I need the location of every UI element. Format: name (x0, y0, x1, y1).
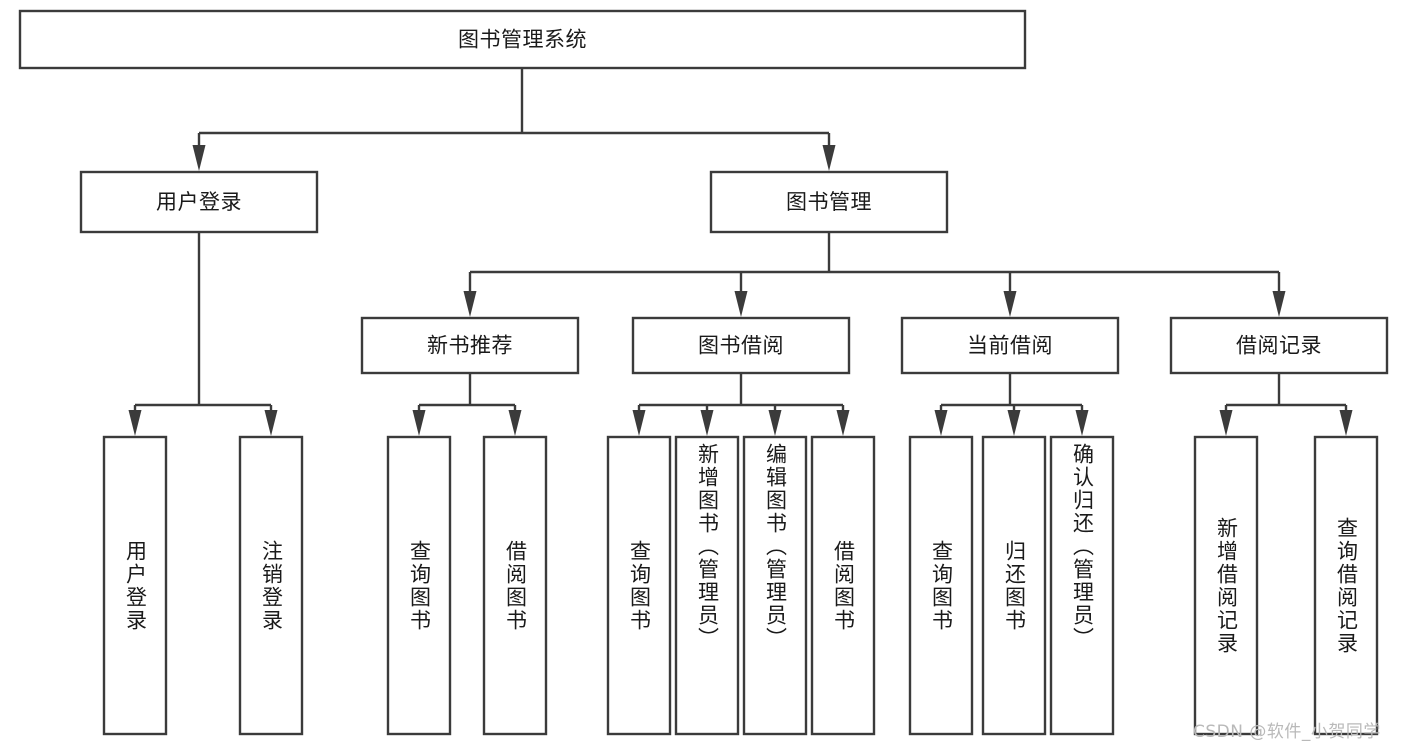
node-box[interactable] (900, 316, 1120, 375)
arrow-head-icon (822, 145, 836, 171)
node-box[interactable] (674, 435, 740, 736)
arrow-head-icon (264, 410, 278, 436)
node-root[interactable]: 图书管理系统 (18, 9, 1027, 70)
arrow-head-icon (1272, 291, 1286, 317)
conn-borrow-to-leaves (632, 373, 850, 436)
node-leaf-confirm-return[interactable] (1049, 435, 1115, 736)
node-box[interactable] (238, 435, 304, 736)
arrow-head-icon (128, 410, 142, 436)
conn-newbook-to-leaves (412, 373, 522, 436)
node-newbook[interactable]: 新书推荐 (360, 316, 580, 375)
arrow-head-icon (1003, 291, 1017, 317)
node-box[interactable] (908, 435, 974, 736)
connector-layer (128, 68, 1353, 436)
arrow-head-icon (1219, 410, 1233, 436)
node-label: 新书推荐 (427, 334, 513, 358)
node-leaf-query-book-3[interactable] (908, 435, 974, 736)
node-leaf-borrow-book-1[interactable] (482, 435, 548, 736)
arrow-head-icon (768, 410, 782, 436)
node-leaf-query-record[interactable] (1313, 435, 1379, 736)
node-box[interactable] (981, 435, 1047, 736)
node-label: 用户登录 (156, 190, 242, 214)
arrow-head-icon (1075, 410, 1089, 436)
node-box[interactable] (606, 435, 672, 736)
node-box[interactable] (1193, 435, 1259, 736)
arrow-head-icon (463, 291, 477, 317)
conn-current-to-leaves (934, 373, 1089, 436)
arrow-head-icon (934, 410, 948, 436)
arrow-head-icon (192, 145, 206, 171)
arrow-head-icon (734, 291, 748, 317)
node-leaf-add-book[interactable] (674, 435, 740, 736)
node-box[interactable] (742, 435, 808, 736)
node-box[interactable] (360, 316, 580, 375)
conn-bookmgmt-to-level3 (463, 232, 1286, 317)
node-bookmgmt[interactable]: 图书管理 (709, 170, 949, 234)
node-label: 图书借阅 (698, 334, 784, 358)
node-box[interactable] (1049, 435, 1115, 736)
node-leaf-edit-book[interactable] (742, 435, 808, 736)
node-label: 图书管理 (786, 190, 872, 214)
node-label: 借阅记录 (1236, 334, 1322, 358)
arrow-head-icon (836, 410, 850, 436)
node-label: 当前借阅 (967, 334, 1053, 358)
arrow-head-icon (700, 410, 714, 436)
arrow-head-icon (508, 410, 522, 436)
node-leaf-query-book-1[interactable] (386, 435, 452, 736)
watermark-text: CSDN @软件_小贺同学 (1193, 722, 1381, 742)
node-box[interactable] (709, 170, 949, 234)
arrow-head-icon (412, 410, 426, 436)
arrow-head-icon (1007, 410, 1021, 436)
node-label: 图书管理系统 (458, 28, 587, 52)
node-box[interactable] (482, 435, 548, 736)
node-leaf-borrow-book-2[interactable] (810, 435, 876, 736)
conn-records-to-leaves (1219, 373, 1353, 436)
node-login[interactable]: 用户登录 (79, 170, 319, 234)
node-box[interactable] (102, 435, 168, 736)
conn-root-to-level2 (192, 68, 836, 171)
conn-login-to-leaves (128, 232, 278, 436)
node-leaf-query-book-2[interactable] (606, 435, 672, 736)
arrow-head-icon (1339, 410, 1353, 436)
node-borrow[interactable]: 图书借阅 (631, 316, 851, 375)
node-box[interactable] (1169, 316, 1389, 375)
node-leaf-logout[interactable] (238, 435, 304, 736)
node-leaf-return-book[interactable] (981, 435, 1047, 736)
node-box[interactable] (631, 316, 851, 375)
node-leaf-add-record[interactable] (1193, 435, 1259, 736)
arrow-head-icon (632, 410, 646, 436)
node-leaf-user-login[interactable] (102, 435, 168, 736)
node-box[interactable] (386, 435, 452, 736)
node-box[interactable] (1313, 435, 1379, 736)
node-box[interactable] (18, 9, 1027, 70)
node-box[interactable] (810, 435, 876, 736)
node-box[interactable] (79, 170, 319, 234)
node-current[interactable]: 当前借阅 (900, 316, 1120, 375)
node-records[interactable]: 借阅记录 (1169, 316, 1389, 375)
